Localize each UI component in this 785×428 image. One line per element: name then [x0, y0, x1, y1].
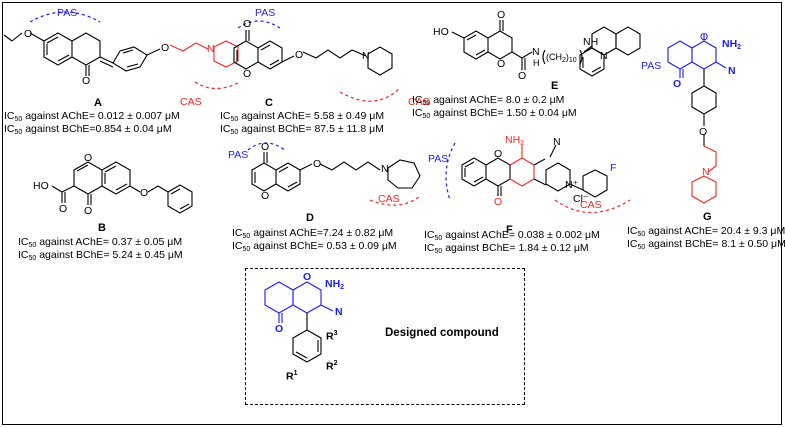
atom-o: O [82, 75, 91, 87]
ic50-bche-e: IC50 against BChE= 1.50 ± 0.04 μM [412, 107, 577, 120]
designed-compound-box [245, 268, 525, 405]
atom-nh: NH [583, 36, 599, 48]
atom-o: O [700, 31, 709, 43]
atom-o: O [243, 18, 252, 30]
pas-label-c: PAS [255, 7, 276, 19]
atom-n: N [702, 166, 710, 178]
compound-label-d: D [306, 212, 314, 224]
atom-cn: N [335, 306, 343, 318]
atom-n-plus: N⁺ [565, 179, 579, 191]
atom-n: N [600, 50, 608, 62]
cas-arc-f [555, 200, 630, 213]
cas-arc-d [370, 196, 420, 205]
chain-label: (CH2)10 [546, 52, 577, 64]
cas-arc-a [195, 82, 240, 89]
atom-n: N [207, 43, 215, 55]
atom-o: O [261, 190, 270, 202]
atom-o: O [261, 141, 270, 153]
pas-label-a: PAS [57, 7, 78, 19]
cas-label-f: CAS [580, 199, 602, 211]
atom-o: O [497, 9, 506, 21]
compound-label-f: F [506, 224, 513, 236]
compound-label-g: G [703, 211, 712, 223]
compound-label-c: C [265, 97, 273, 109]
ic50-ache-f: IC50 against AChE= 0.038 ± 0.002 μM [424, 229, 600, 242]
atom-o: O [275, 323, 284, 335]
atom-n: N [532, 46, 540, 58]
atom-cn: N [553, 136, 561, 148]
ic50-bche-f: IC50 against BChE= 1.84 ± 0.12 μM [424, 242, 589, 255]
ic50-bche-d: IC50 against BChE= 0.53 ± 0.09 μM [232, 240, 397, 253]
structure-g [668, 34, 726, 203]
ic50-bche-g: IC50 against BChE= 8.1 ± 0.50 μM [627, 238, 785, 251]
pas-arc-a [30, 12, 100, 22]
compound-label-b: B [98, 222, 106, 234]
compound-label-a: A [94, 97, 102, 109]
atom-h: H [533, 58, 540, 68]
atom-o: O [518, 70, 527, 82]
ic50-bche-a: IC50 against BChE=0.854 ± 0.04 μM [4, 123, 172, 136]
ic50-ache-a: IC50 against AChE= 0.012 ± 0.007 μM [4, 110, 180, 123]
structure-b [52, 162, 192, 213]
atom-cn: N [728, 65, 736, 77]
atom-o: O [303, 271, 312, 283]
atom-n: N [381, 163, 389, 175]
atom-o: O [59, 203, 68, 215]
structure-c [234, 30, 392, 75]
ic50-bche-c: IC50 against BChE= 87.5 ± 11.8 μM [220, 123, 384, 136]
atom-o: O [84, 205, 93, 217]
atom-o: O [497, 58, 506, 70]
ic50-ache-e: IC50 against AChE= 8.0 ± 0.2 μM [412, 94, 565, 107]
atom-nh2: NH2 [505, 134, 525, 147]
cas-label-a: CAS [180, 96, 202, 108]
structure-designed [265, 282, 333, 362]
pas-label-f: PAS [428, 153, 449, 165]
atom-o: O [673, 78, 682, 90]
structure-f [462, 145, 607, 197]
atom-nh2: NH2 [722, 38, 742, 51]
atom-o: O [24, 28, 33, 40]
atom-nh2: NH2 [325, 278, 345, 291]
atom-cl: Cl⁻ [573, 193, 589, 205]
structure-a [4, 33, 238, 76]
atom-o: O [161, 42, 170, 54]
atom-o: O [243, 68, 252, 80]
ic50-ache-g: IC50 against AChE= 20.4 ± 9.3 μM [627, 225, 785, 238]
pas-arc-d [248, 143, 285, 150]
cas-label-d: CAS [378, 193, 400, 205]
structure-d [252, 152, 420, 191]
structure-e [452, 20, 640, 76]
pas-arc-f [446, 143, 455, 200]
atom-n: N [362, 50, 370, 62]
r1-label: R1 [286, 370, 298, 383]
ic50-bche-b: IC50 against BChE= 5.24 ± 0.45 μM [18, 249, 183, 262]
atom-o: O [313, 158, 322, 170]
atom-o: O [84, 152, 93, 164]
ic50-ache-b: IC50 against AChE= 0.37 ± 0.05 μM [18, 236, 183, 249]
compound-label-e: E [551, 80, 559, 92]
atom-o: O [494, 196, 503, 208]
atom-ho: HO [433, 26, 449, 38]
cas-label-c: CAS [408, 96, 430, 108]
r3-label: R3 [326, 330, 338, 343]
atom-o: O [699, 126, 708, 138]
cas-arc-c [340, 88, 400, 101]
atom-ho: HO [33, 180, 49, 192]
atom-o: O [295, 49, 304, 61]
pas-label-d: PAS [228, 149, 249, 161]
ic50-ache-d: IC50 against AChE=7.24 ± 0.82 μM [232, 227, 394, 240]
atom-f: F [610, 162, 617, 174]
pas-label-g: PAS [641, 60, 662, 72]
atom-o: O [494, 148, 503, 160]
ic50-ache-c: IC50 against AChE= 5.58 ± 0.49 μM [220, 110, 385, 123]
atom-o: O [140, 187, 149, 199]
r2-label: R2 [326, 360, 338, 373]
designed-compound-label: Designed compound [385, 327, 499, 339]
